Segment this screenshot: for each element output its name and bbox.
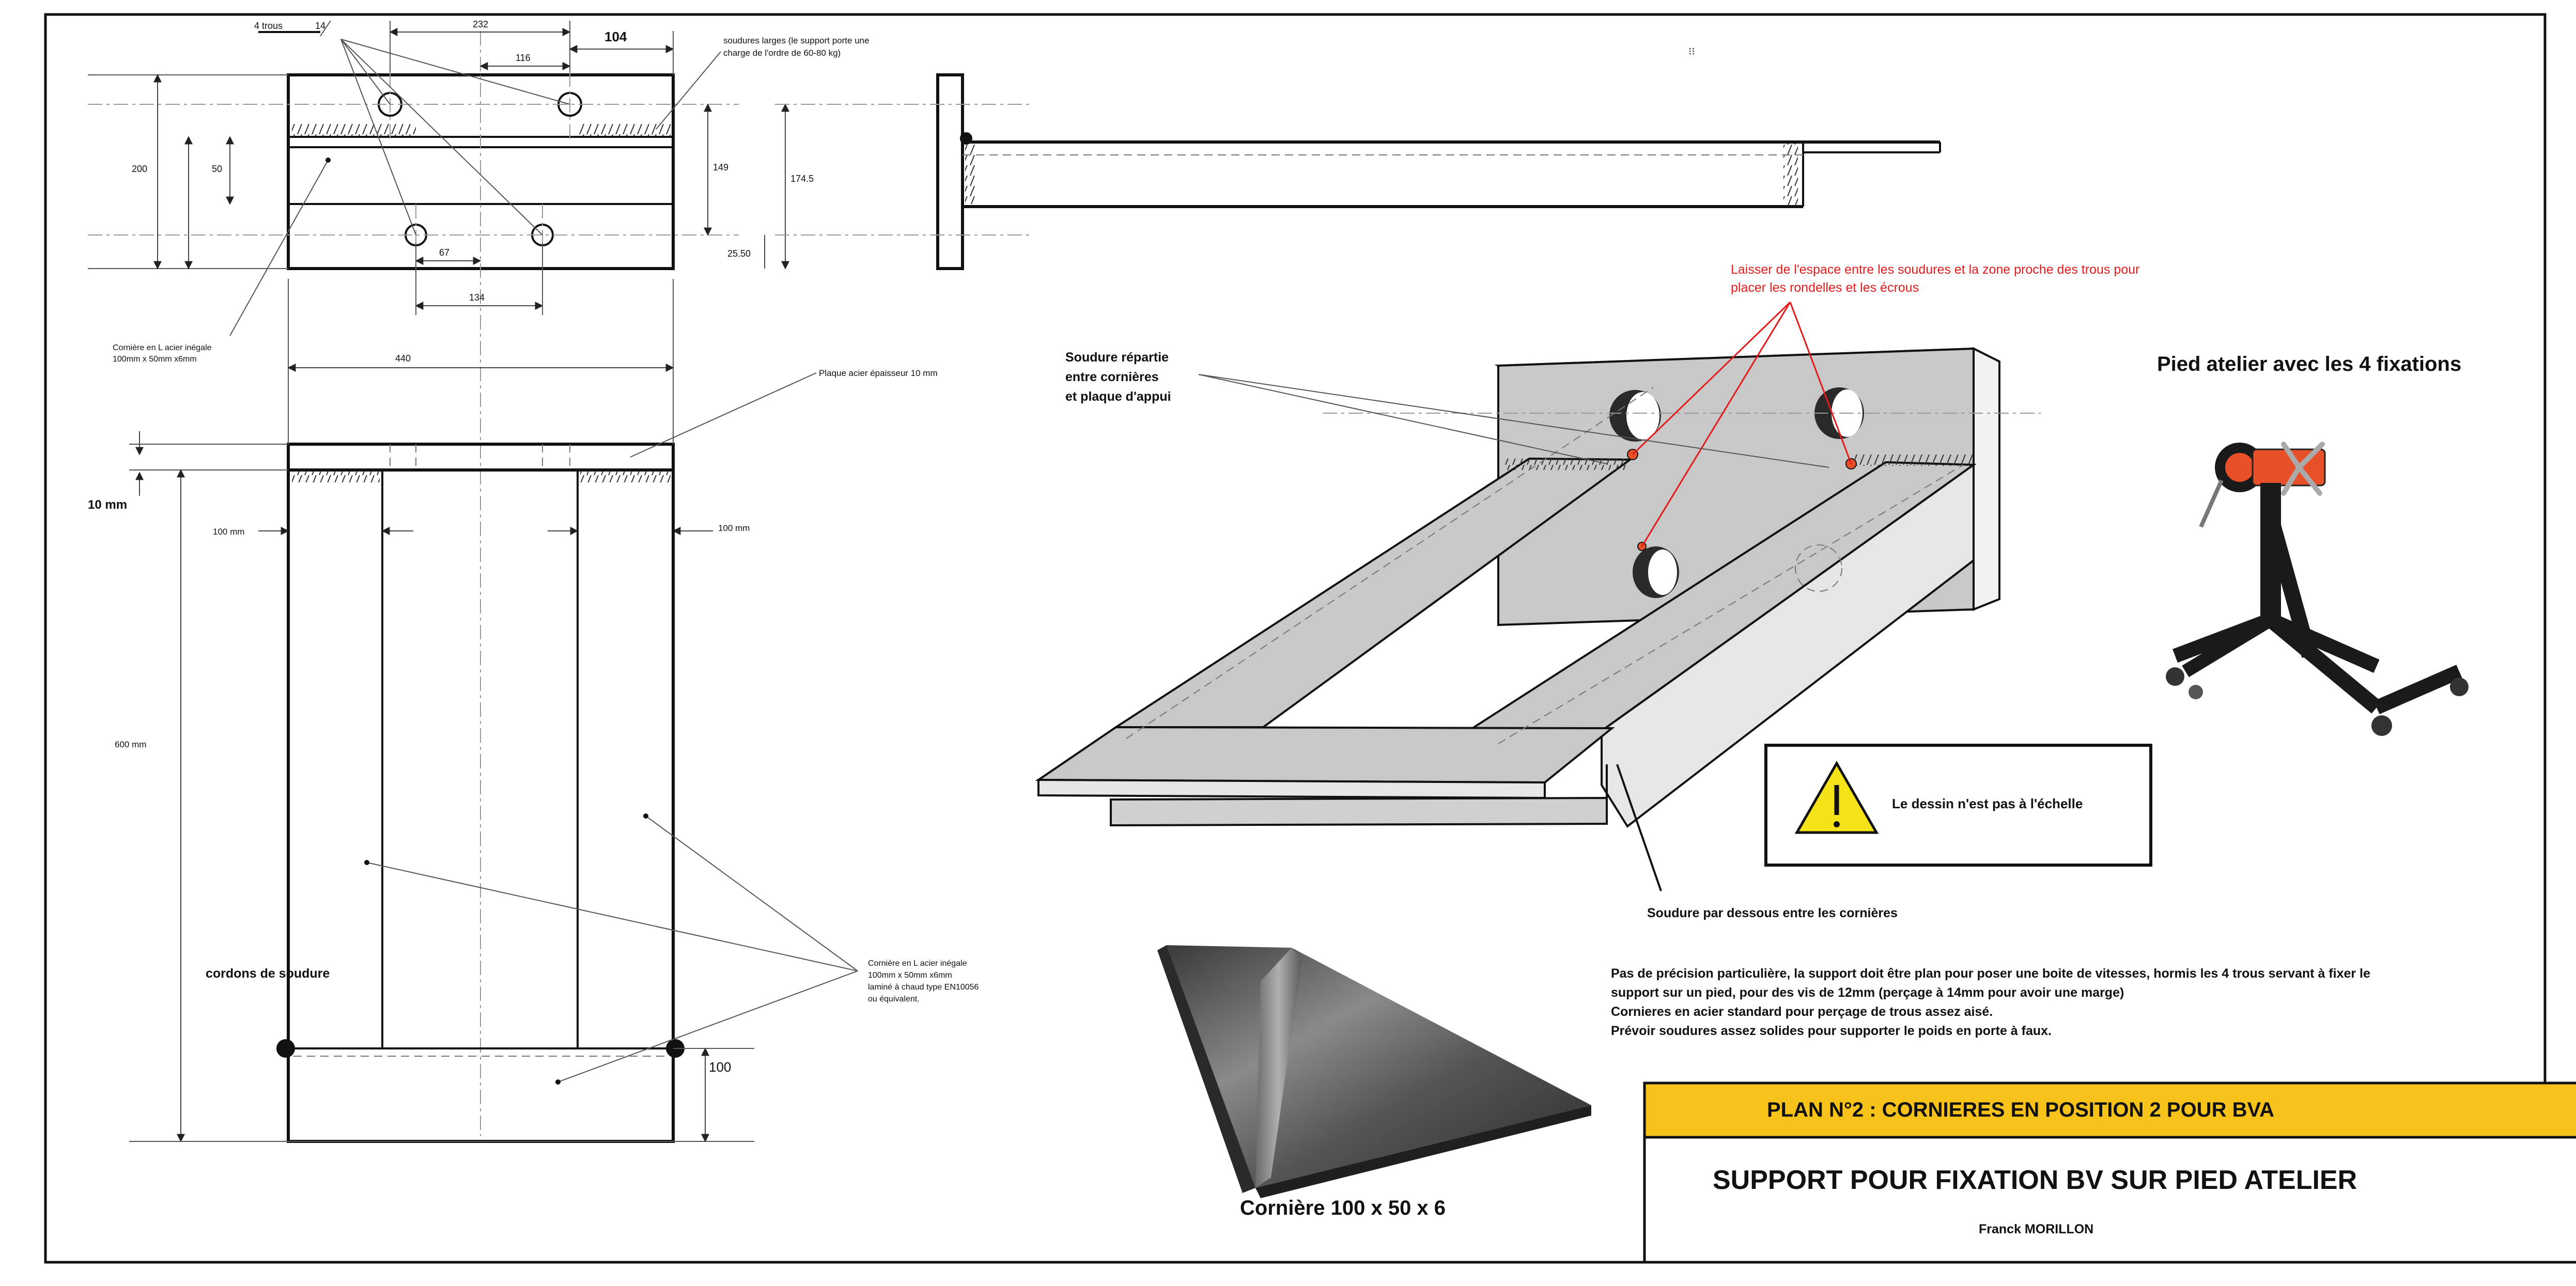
top-corniere-note-4: ou équivalent.	[868, 995, 920, 1003]
soudure-dessous-label: Soudure par dessous entre les cornières	[1647, 906, 1898, 920]
iso-plate-side	[1973, 347, 2000, 611]
note-line-2: support sur un pied, pour des vis de 12m…	[1611, 985, 2124, 1000]
iso-hole-1	[1609, 390, 1661, 442]
dim-100mm-right: 100 mm	[718, 523, 750, 533]
photo-caption: Cornière 100 x 50 x 6	[1240, 1197, 1446, 1219]
notes-block: Pas de précision particulière, la suppor…	[1611, 966, 2370, 1038]
top-corniere-note-1: Cornière en L acier inégale	[868, 959, 967, 968]
note-line-4: Prévoir soudures assez solides pour supp…	[1611, 1024, 2052, 1038]
dim-232: 232	[473, 19, 488, 29]
iso-front-bar-top	[1035, 726, 1615, 784]
small-marker: ⁝⁝	[1688, 46, 1695, 57]
dim-134: 134	[469, 292, 485, 303]
dim-440: 440	[395, 353, 411, 364]
dim-100: 100	[709, 1059, 731, 1075]
iso-front-bar-lower	[1110, 796, 1608, 827]
sheet-border	[44, 13, 2547, 1264]
red-note-line-1: Laisser de l'espace entre les soudures e…	[1731, 262, 2139, 277]
side-weld-2	[1783, 144, 1798, 206]
soudure-repartie-line-3: et plaque d'appui	[1065, 389, 1171, 404]
stand-head	[2199, 442, 2326, 528]
corniere-note-line-1: Cornière en L acier inégale	[113, 343, 212, 352]
dim-116: 116	[516, 53, 531, 63]
angle-photo: Cornière 100 x 50 x 6	[1157, 945, 1591, 1219]
red-note-line-2: placer les rondelles et les écrous	[1731, 280, 1919, 295]
plaque-note: Plaque acier épaisseur 10 mm	[819, 368, 938, 378]
top-corniere-note-2: 100mm x 50mm x6mm	[868, 971, 952, 980]
dim-600mm: 600 mm	[115, 740, 146, 749]
dim-100mm-left: 100 mm	[213, 527, 244, 537]
dim-200: 200	[132, 164, 147, 174]
warning-box: Le dessin n'est pas à l'échelle	[1764, 744, 2152, 867]
main-title: SUPPORT POUR FIXATION BV SUR PIED ATELIE…	[1713, 1165, 2357, 1195]
top-corniere-note-3: laminé à chaud type EN10056	[868, 983, 979, 992]
stand-illustration: Pied atelier avec les 4 fixations	[2157, 353, 2469, 736]
side-weld-1	[965, 145, 976, 204]
title-banner	[1643, 1081, 2576, 1139]
iso-hole-3	[1633, 546, 1679, 598]
top-weld-right	[580, 471, 671, 482]
weld-cord-left	[276, 1039, 295, 1058]
title-block: PLAN N°2 : CORNIERES EN POSITION 2 POUR …	[1643, 1081, 2576, 1264]
iso-weld-right	[1855, 454, 1974, 466]
note-line-3: Cornieres en acier standard pour perçage…	[1611, 1005, 1993, 1019]
corniere-note-line-2: 100mm x 50mm x6mm	[113, 355, 197, 364]
note-line-1: Pas de précision particulière, la suppor…	[1611, 966, 2370, 981]
iso-front-bar-front	[1037, 778, 1546, 799]
dim-10mm: 10 mm	[88, 498, 127, 512]
title-box	[1643, 1136, 2576, 1264]
label-4-trous: 4 trous	[254, 21, 283, 31]
dim-25-50: 25.50	[727, 248, 751, 259]
author: Franck MORILLON	[1979, 1222, 2093, 1236]
side-view: ⁝⁝	[775, 46, 1941, 270]
soudures-note-line-1: soudures larges (le support porte une	[723, 36, 870, 45]
plan-label: PLAN N°2 : CORNIERES EN POSITION 2 POUR …	[1767, 1099, 2274, 1121]
label-14: 14	[315, 21, 325, 31]
top-view: 440 Plaque acier épaisseur 10 mm 10 mm 1…	[88, 279, 979, 1143]
front-view: 4 trous 14 232 104 116 200 50 149 174.5 …	[88, 19, 870, 1136]
iso-view: Laisser de l'espace entre les soudures e…	[1035, 262, 2139, 920]
weld-bead-right	[579, 124, 671, 136]
soudure-repartie-line-1: Soudure répartie	[1065, 350, 1169, 365]
cordons-label: cordons de soudure	[206, 966, 330, 981]
dim-50: 50	[212, 164, 222, 174]
soudures-note-line-2: charge de l'ordre de 60-80 kg)	[723, 48, 841, 58]
iso-angle-right-flange	[1601, 463, 1975, 828]
iso-weld-left	[1503, 459, 1627, 470]
warning-text: Le dessin n'est pas à l'échelle	[1892, 796, 2083, 811]
stand-title: Pied atelier avec les 4 fixations	[2157, 353, 2461, 375]
soudure-repartie-line-2: entre cornières	[1065, 370, 1159, 384]
weld-bead-left	[292, 124, 416, 136]
dim-174-5: 174.5	[790, 174, 814, 184]
dim-104: 104	[604, 29, 627, 44]
dim-67: 67	[439, 247, 449, 258]
dim-149: 149	[713, 162, 728, 172]
top-weld-left	[292, 471, 380, 482]
side-plate	[936, 73, 964, 270]
